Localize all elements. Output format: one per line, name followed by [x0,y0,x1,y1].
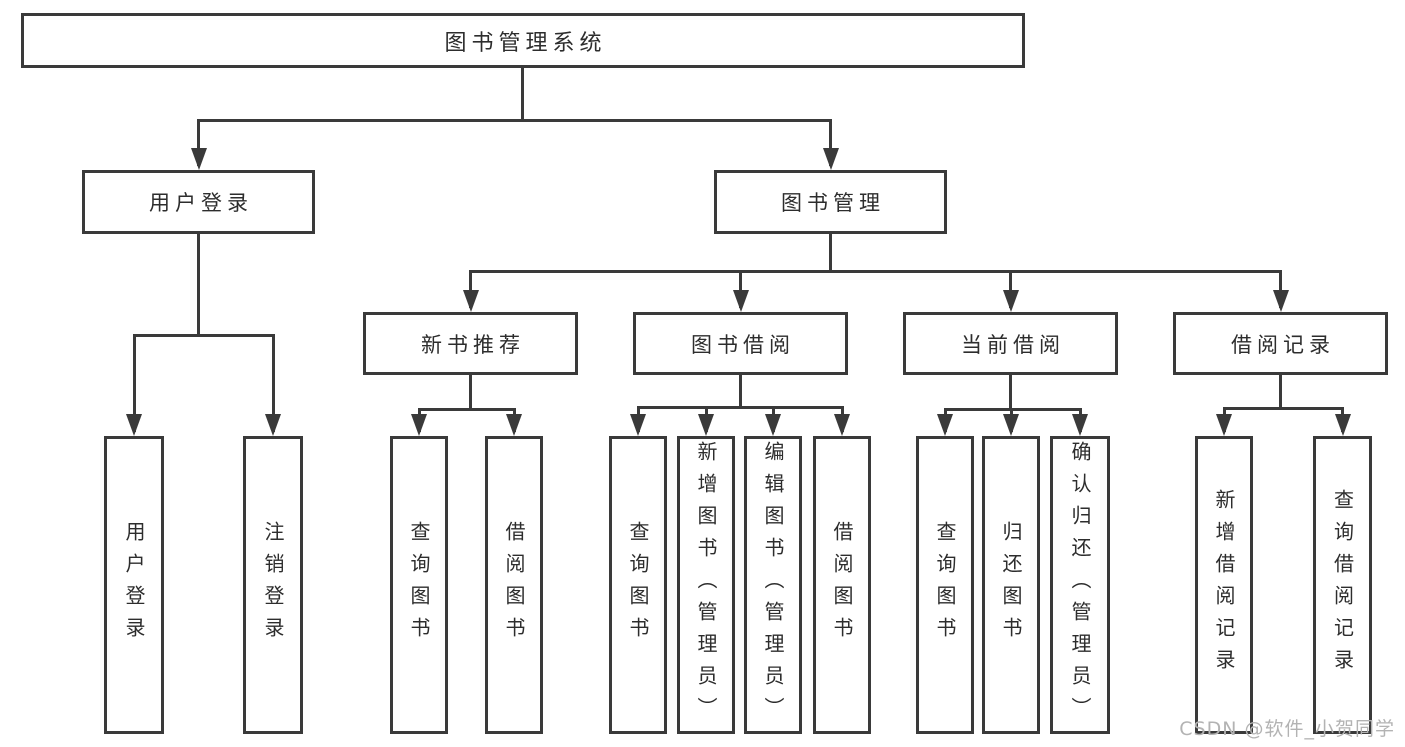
connector-line [132,335,136,432]
connector-bar [469,269,1282,273]
leaf-borrow-books: 借阅图书 [813,436,871,734]
arrowhead-icon [190,148,207,170]
arrowhead-icon [1334,414,1351,436]
csdn-watermark: CSDN @软件_小贺同学 [1179,718,1395,740]
leaf-label: 借阅图书 [830,521,854,649]
connector-line [197,234,200,337]
connector-line [1279,271,1282,308]
connector-bar [417,407,516,411]
leaf-add-borrow-record: 新增借阅记录 [1195,436,1253,734]
leaf-label: 查询图书 [407,521,431,649]
arrowhead-icon [1272,290,1289,312]
connector-line [829,120,832,166]
arrowhead-icon [1003,414,1019,436]
node-label: 图书管理 [781,191,885,215]
node-label: 当前借阅 [961,332,1065,357]
node-current-borrow: 当前借阅 [903,312,1118,375]
leaf-user-login: 用户登录 [104,436,164,734]
connector-line [197,120,200,166]
arrowhead-icon [822,148,839,170]
leaf-query-borrow-record: 查询借阅记录 [1313,436,1372,734]
leaf-logout: 注销登录 [243,436,303,734]
leaf-label: 确认归还（管理员） [1068,441,1092,729]
leaf-label: 借阅图书 [502,521,526,649]
leaf-add-books-admin: 新增图书（管理员） [677,436,735,734]
connector-bar [1222,406,1344,410]
leaf-label: 用户登录 [122,521,146,649]
arrowhead-icon [1216,414,1232,436]
leaf-label: 查询图书 [626,521,650,649]
leaf-return-books: 归还图书 [982,436,1040,734]
leaf-edit-books-admin: 编辑图书（管理员） [744,436,802,734]
node-new-book-recommend: 新书推荐 [363,312,578,375]
connector-bar [197,118,832,122]
connector-line [739,375,742,408]
leaf-borrow-books-recommend: 借阅图书 [485,436,543,734]
leaf-label: 新增图书（管理员） [694,441,718,729]
arrowhead-icon [1072,414,1088,436]
connector-bar [943,407,1082,411]
leaf-label: 编辑图书（管理员） [761,441,785,729]
leaf-query-books-current: 查询图书 [916,436,974,734]
node-label: 图书管理系统 [444,30,607,56]
connector-line [1009,375,1012,410]
leaf-confirm-return-admin: 确认归还（管理员） [1050,436,1110,734]
node-book-borrow: 图书借阅 [633,312,848,375]
arrowhead-icon [765,414,781,436]
leaf-query-books-borrow: 查询图书 [609,436,667,734]
leaf-label: 新增借阅记录 [1212,489,1236,681]
arrowhead-icon [698,414,714,436]
connector-line [469,271,472,308]
connector-line [829,234,832,273]
connector-line [739,271,742,308]
leaf-label: 查询图书 [933,521,957,649]
arrowhead-icon [1002,290,1019,312]
leaf-label: 查询借阅记录 [1330,489,1355,681]
node-label: 图书借阅 [691,332,795,357]
leaf-label: 注销登录 [261,521,285,649]
connector-line [1009,271,1012,308]
node-book-management: 图书管理 [714,170,947,234]
connector-line [520,68,524,121]
connector-bar [132,333,275,337]
arrowhead-icon [834,414,850,436]
leaf-label: 归还图书 [999,521,1023,649]
arrowhead-icon [462,290,479,312]
connector-line [1279,375,1282,409]
node-label: 新书推荐 [421,332,525,357]
arrowhead-icon [506,414,522,436]
connector-line [469,375,472,410]
node-label: 借阅记录 [1231,332,1335,357]
leaf-query-books-recommend: 查询图书 [390,436,448,734]
connector-bar [636,405,844,409]
arrowhead-icon [411,414,427,436]
arrowhead-icon [126,414,142,436]
node-library-management-system: 图书管理系统 [21,13,1025,68]
arrowhead-icon [937,414,953,436]
node-user-login: 用户登录 [82,170,315,234]
node-borrow-records: 借阅记录 [1173,312,1388,375]
arrowhead-icon [265,414,281,436]
node-label: 用户登录 [149,191,253,215]
arrowhead-icon [732,290,749,312]
arrowhead-icon [630,414,646,436]
connector-line [271,335,275,432]
